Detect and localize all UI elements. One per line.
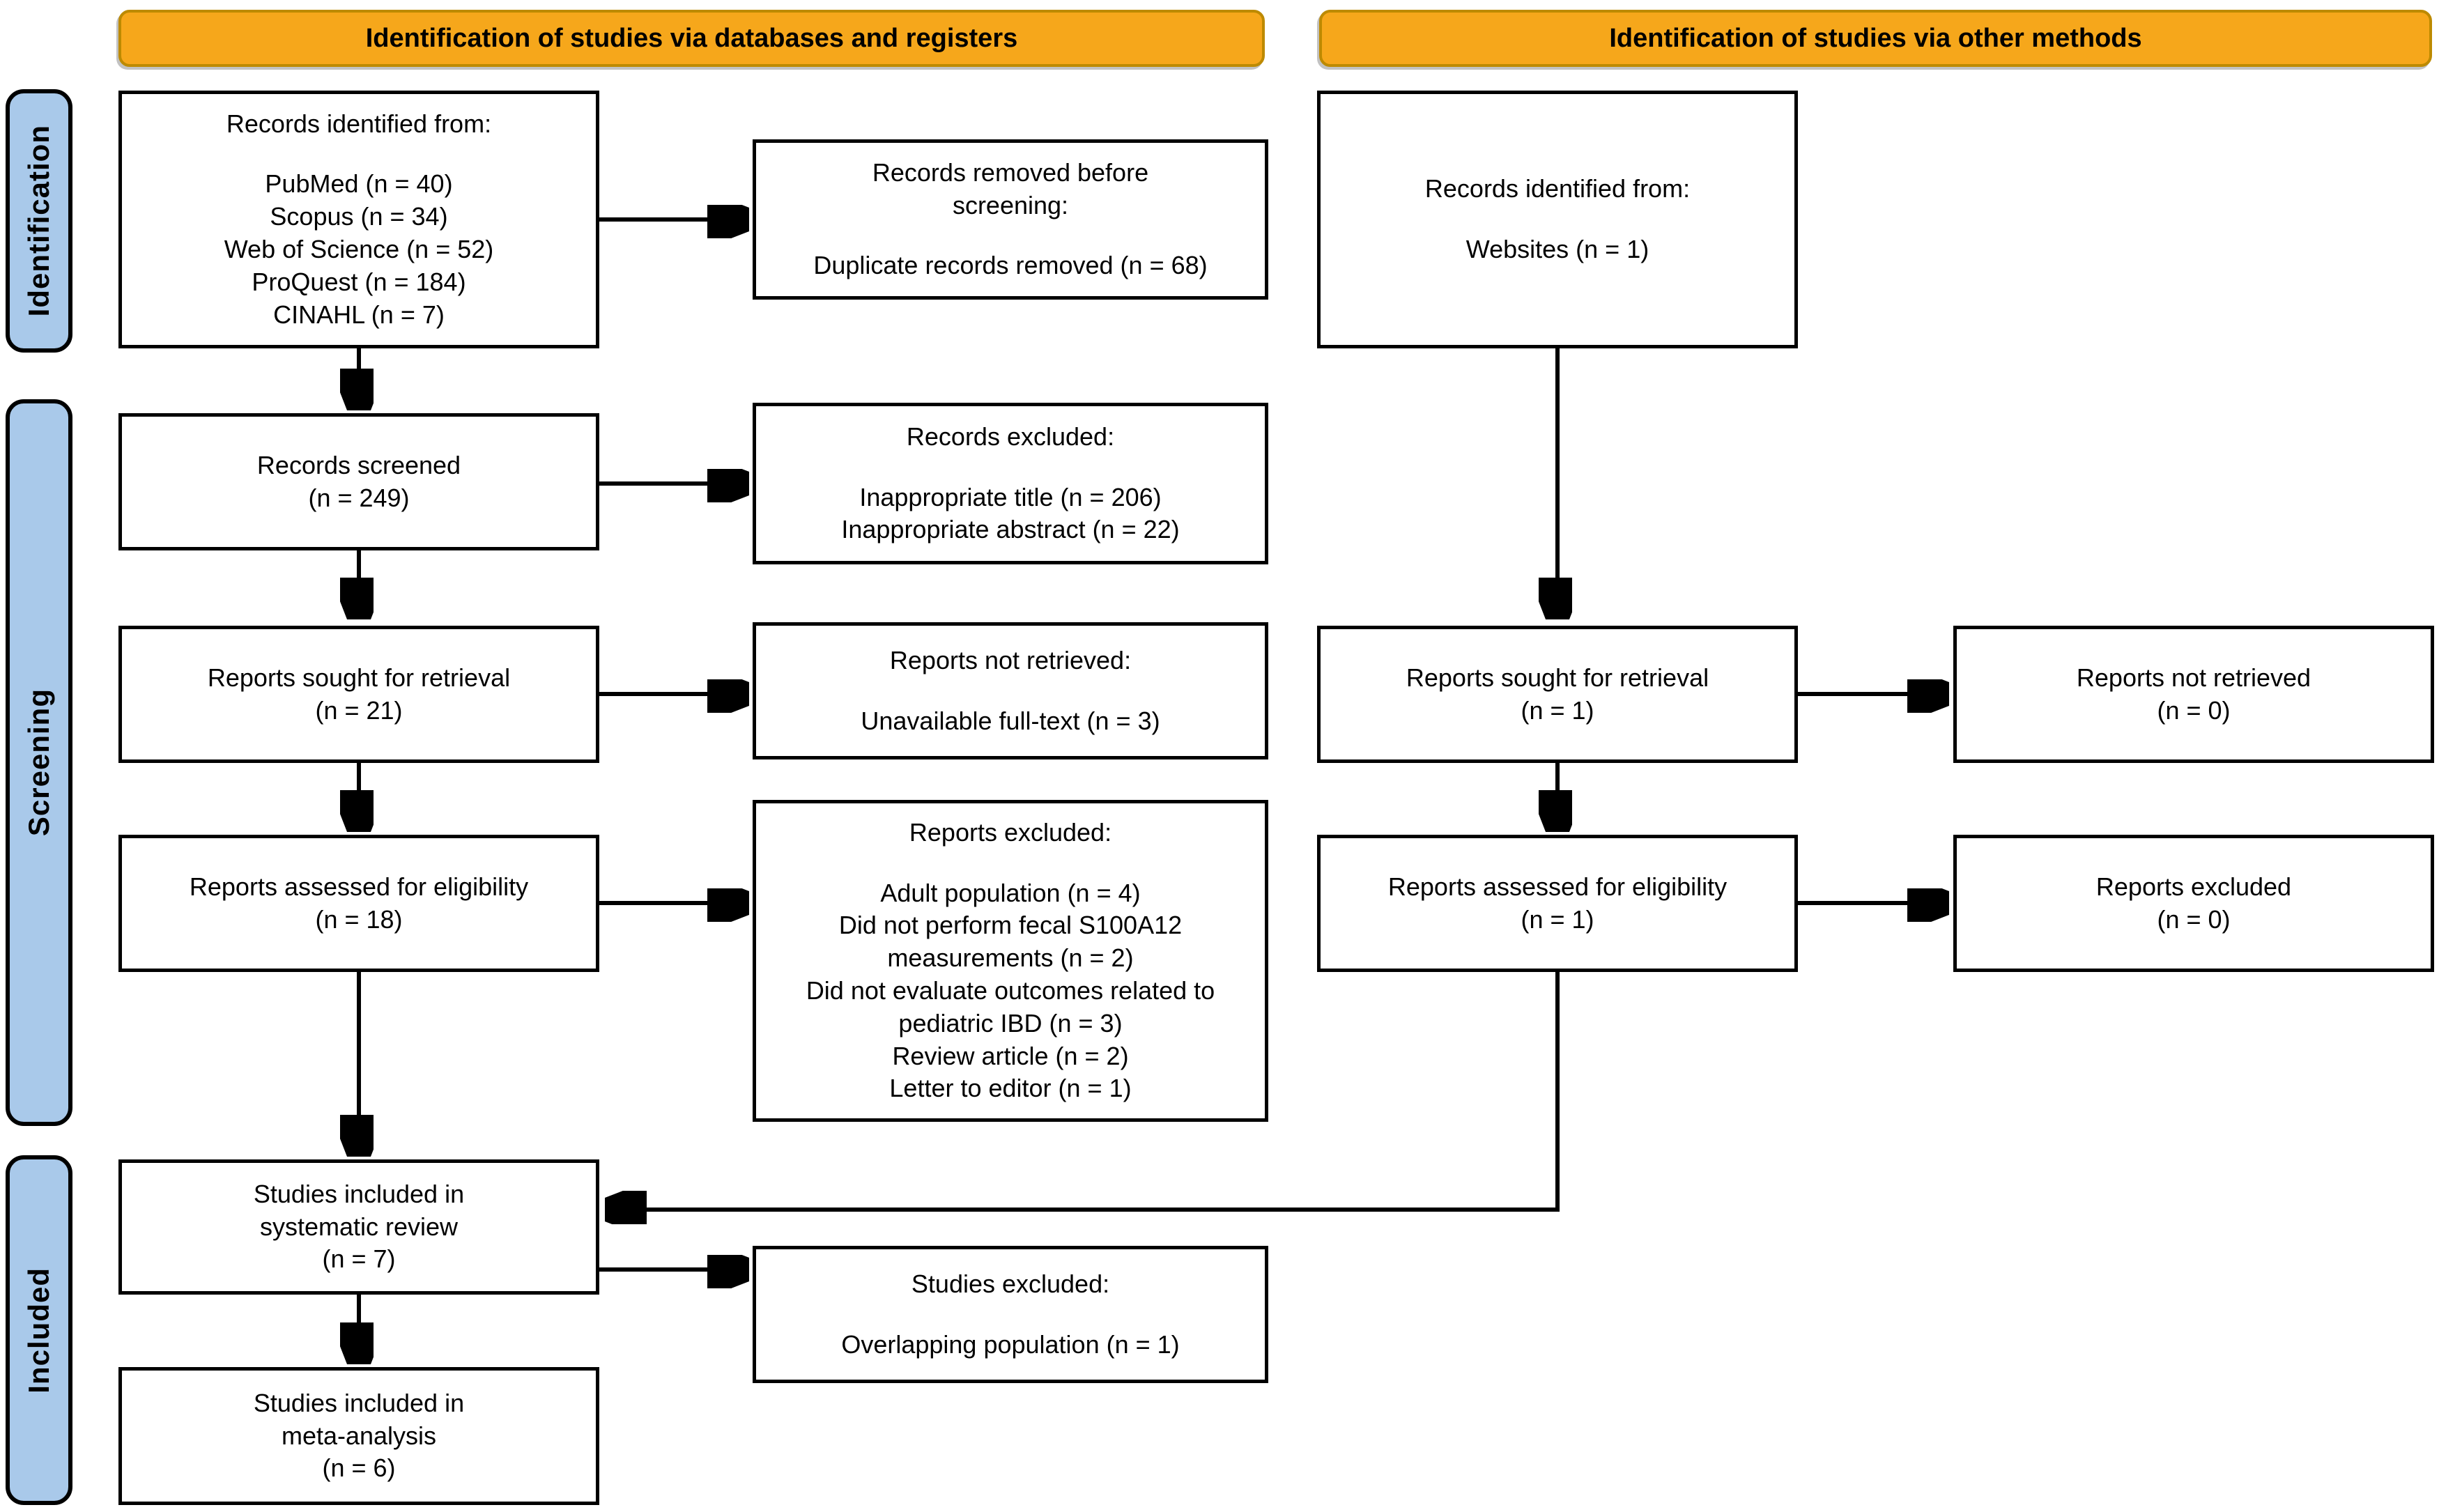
box-lines: Adult population (n = 4) Did not perform…: [769, 877, 1252, 1106]
box-line: Unavailable full-text (n = 3): [861, 706, 1160, 735]
box-line: Did not perform fecal S100A12 measuremen…: [838, 911, 1183, 973]
box-lines: PubMed (n = 40) Scopus (n = 34) Web of S…: [224, 168, 494, 331]
box-lines: Overlapping population (n = 1): [841, 1329, 1179, 1361]
box-reports-not-retrieved-db: Reports not retrieved: Unavailable full-…: [753, 622, 1268, 759]
box-line: Did not evaluate outcomes related to ped…: [806, 976, 1215, 1037]
box-title: Studies excluded:: [911, 1269, 1110, 1298]
box-studies-systematic-review: Studies included in systematic review (n…: [118, 1159, 599, 1295]
box-studies-meta-analysis: Studies included in meta-analysis (n = 6…: [118, 1367, 599, 1505]
box-line: Web of Science (n = 52): [224, 235, 494, 263]
box-line: (n = 0): [2157, 904, 2231, 934]
sidebar-identification-label: Identification: [22, 125, 55, 317]
box-line: Reports sought for retrieval: [1406, 663, 1709, 692]
header-other-methods: Identification of studies via other meth…: [1319, 10, 2432, 67]
box-line: Studies included in: [253, 1388, 465, 1417]
box-studies-excluded: Studies excluded: Overlapping population…: [753, 1246, 1268, 1383]
box-line: systematic review: [259, 1212, 459, 1241]
sidebar-included: Included: [6, 1155, 72, 1505]
box-records-removed: Records removed before screening: Duplic…: [753, 139, 1268, 300]
box-line: Reports assessed for eligibility: [189, 872, 529, 901]
box-reports-assessed-other: Reports assessed for eligibility (n = 1): [1317, 835, 1798, 972]
box-line: Scopus (n = 34): [270, 202, 448, 231]
box-line: Records screened: [256, 450, 461, 479]
box-line: ProQuest (n = 184): [252, 267, 466, 296]
box-line: (n = 249): [308, 483, 410, 512]
box-line: meta-analysis: [281, 1421, 437, 1450]
box-reports-sought-other: Reports sought for retrieval (n = 1): [1317, 626, 1798, 763]
box-reports-assessed-db: Reports assessed for eligibility (n = 18…: [118, 835, 599, 972]
box-title: Records removed before screening:: [872, 157, 1149, 219]
box-records-identified-db: Records identified from: PubMed (n = 40)…: [118, 91, 599, 348]
box-line: PubMed (n = 40): [265, 169, 453, 199]
header-other-methods-label: Identification of studies via other meth…: [1609, 23, 2142, 53]
box-line: (n = 1): [1521, 904, 1594, 934]
box-line: Overlapping population (n = 1): [841, 1329, 1180, 1359]
box-records-identified-other: Records identified from: Websites (n = 1…: [1317, 91, 1798, 348]
box-line: Review article (n = 2): [892, 1041, 1129, 1070]
box-line: Inappropriate abstract (n = 22): [841, 515, 1180, 544]
box-records-excluded: Records excluded: Inappropriate title (n…: [753, 403, 1268, 564]
box-line: CINAHL (n = 7): [273, 300, 445, 329]
box-line: Reports sought for retrieval: [207, 663, 511, 692]
box-reports-excluded-db: Reports excluded: Adult population (n = …: [753, 800, 1268, 1122]
box-title: Records identified from:: [1424, 174, 1691, 203]
box-line: Studies included in: [253, 1179, 465, 1208]
box-title: Reports not retrieved:: [889, 645, 1132, 674]
box-records-screened: Records screened (n = 249): [118, 413, 599, 550]
header-databases-label: Identification of studies via databases …: [365, 23, 1018, 53]
box-reports-not-retrieved-other: Reports not retrieved (n = 0): [1953, 626, 2434, 763]
header-databases-registers: Identification of studies via databases …: [118, 10, 1265, 67]
box-line: Reports assessed for eligibility: [1387, 872, 1728, 901]
box-line: Inappropriate title (n = 206): [859, 482, 1162, 511]
box-reports-sought-db: Reports sought for retrieval (n = 21): [118, 626, 599, 763]
sidebar-screening-label: Screening: [22, 688, 55, 837]
box-line: (n = 1): [1521, 695, 1594, 725]
box-lines: Duplicate records removed (n = 68): [813, 249, 1207, 282]
box-line: Reports not retrieved: [2076, 663, 2311, 692]
box-line: Letter to editor (n = 1): [889, 1074, 1132, 1103]
box-line: (n = 21): [315, 695, 403, 725]
box-line: Duplicate records removed (n = 68): [813, 251, 1208, 280]
box-line: (n = 0): [2157, 695, 2231, 725]
box-lines: Websites (n = 1): [1466, 233, 1649, 266]
box-line: (n = 18): [315, 904, 403, 934]
box-line: Websites (n = 1): [1465, 235, 1649, 263]
box-line: Reports excluded: [2095, 872, 2292, 901]
box-title: Records excluded:: [906, 422, 1115, 451]
box-title: Records identified from:: [226, 109, 492, 138]
box-line: (n = 7): [322, 1244, 396, 1274]
sidebar-screening: Screening: [6, 399, 72, 1126]
sidebar-identification: Identification: [6, 89, 72, 353]
box-lines: Unavailable full-text (n = 3): [861, 705, 1160, 738]
box-lines: Inappropriate title (n = 206) Inappropri…: [841, 481, 1179, 547]
box-title: Reports excluded:: [909, 817, 1112, 847]
box-line: Adult population (n = 4): [880, 878, 1141, 907]
box-line: (n = 6): [322, 1453, 396, 1483]
sidebar-included-label: Included: [22, 1267, 55, 1394]
box-reports-excluded-other: Reports excluded (n = 0): [1953, 835, 2434, 972]
